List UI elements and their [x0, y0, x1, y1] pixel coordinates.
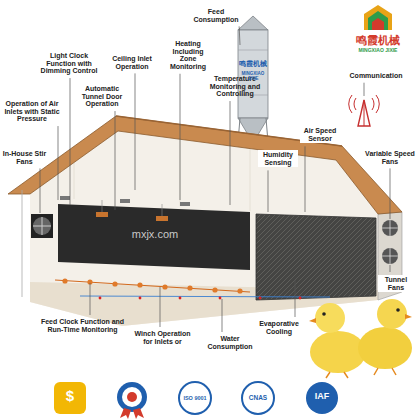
callout-label: Air Speed Sensor: [300, 126, 340, 143]
callout-label: Tunnel Fans: [378, 275, 414, 292]
badge-text: CNAS: [242, 394, 274, 401]
callout-label: Winch Operation for Inlets or: [130, 330, 195, 345]
callout-label: Water Consumption: [205, 335, 255, 350]
badge-text: IAF: [306, 392, 338, 402]
callout-label: Communication: [345, 72, 407, 80]
antenna-icon: [349, 95, 380, 126]
callout-label: Feed Clock Function and Run-Time Monitor…: [40, 318, 125, 333]
leader-line: [230, 101, 231, 205]
silo-brand: 鸣霞机械: [238, 60, 268, 68]
brand-name: 鸣霞机械: [343, 34, 413, 46]
leader-line: [295, 280, 296, 317]
callout-label: Evaporative Cooling: [255, 320, 303, 335]
leader-line: [239, 26, 241, 45]
leader-line: [268, 170, 269, 212]
leader-line: [58, 126, 59, 200]
callout-label: Variable Speed Fans: [365, 150, 415, 165]
callout-label: Light Clock Function with Dimming Contro…: [38, 52, 100, 75]
callout-label: Humidity Sensing: [258, 150, 298, 167]
silo-brand: MINGXIAO JIXIE: [236, 72, 270, 82]
badge-text: ISO 9001: [179, 395, 211, 401]
callout-label: Operation of Air Inlets with Static Pres…: [2, 100, 62, 123]
leader-line: [135, 73, 136, 190]
leader-line: [90, 283, 91, 315]
leader-line: [115, 111, 116, 210]
leader-line: [222, 299, 223, 332]
leader-line: [364, 83, 365, 96]
leader-line: [305, 146, 306, 212]
leader-line: [70, 78, 71, 205]
leader-line: [180, 74, 181, 200]
badge-symbol: $: [58, 388, 82, 405]
callout-label: In-House Stir Fans: [2, 150, 47, 165]
leader-line: [390, 168, 391, 219]
leader-line: [40, 168, 41, 213]
watermark: mxjx.com: [110, 228, 200, 240]
leader-line: [390, 265, 391, 272]
callout-label: Automatic Tunnel Door Operation: [78, 85, 126, 108]
callout-label: Feed Consumption: [193, 8, 239, 23]
callout-label: Heating Including Zone Monitoring: [165, 40, 211, 71]
leader-line: [160, 287, 161, 327]
certification-badges: [54, 382, 338, 419]
brand-name: MINGXIAO JIXIE: [343, 48, 413, 54]
chicks-photo: [309, 299, 412, 378]
callout-label: Ceiling Inlet Operation: [110, 55, 154, 70]
company-logo: [364, 5, 392, 30]
